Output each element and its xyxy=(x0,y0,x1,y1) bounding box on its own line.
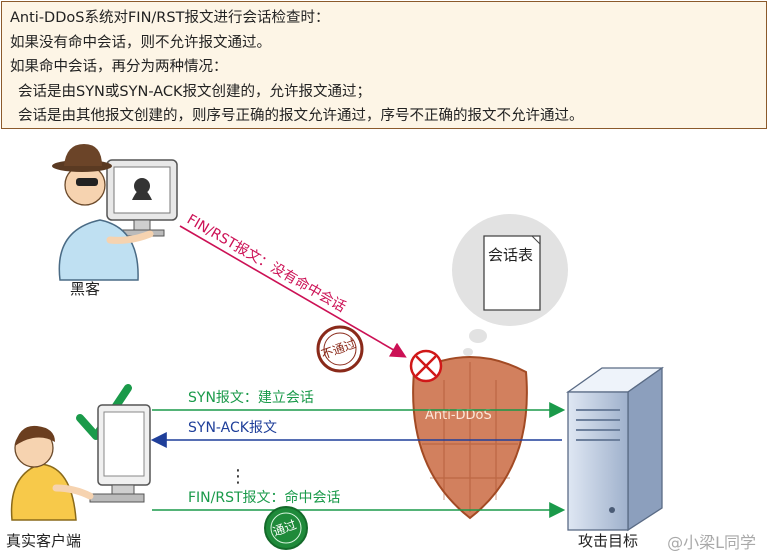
attack-arrow xyxy=(179,225,407,358)
client-figure xyxy=(10,384,151,521)
finrst-label: FIN/RST报文：命中会话 xyxy=(188,489,341,506)
target-label: 攻击目标 xyxy=(578,532,638,550)
note-line-4: 会话是由SYN或SYN-ACK报文创建的，允许报文通过； xyxy=(18,83,372,100)
ellipsis: ⋮ xyxy=(229,466,247,487)
shield-label: Anti-DDoS xyxy=(425,408,492,423)
note-line-2: 如果没有命中会话，则不允许报文通过。 xyxy=(10,34,271,51)
explanation-box: Anti-DDoS系统对FIN/RST报文进行会话检查时： 如果没有命中会话，则… xyxy=(1,1,767,129)
anti-ddos-shield xyxy=(412,356,528,520)
note-line-3: 如果命中会话，再分为两种情况： xyxy=(10,59,228,75)
session-table-bubble xyxy=(452,214,568,356)
server-figure xyxy=(565,366,665,532)
reject-stamp xyxy=(316,325,364,373)
client-label: 真实客户端 xyxy=(6,532,81,550)
note-line-5: 会话是由其他报文创建的，则序号正确的报文允许通过，序号不正确的报文不允许通过。 xyxy=(18,108,584,124)
hacker-label: 黑客 xyxy=(70,280,100,298)
synack-label: SYN-ACK报文 xyxy=(188,420,277,436)
check-icon xyxy=(76,384,132,440)
blocked-icon xyxy=(409,349,443,383)
session-table-label: 会话表 xyxy=(488,246,533,264)
watermark: @小梁L同学 xyxy=(667,533,756,552)
hacker-figure xyxy=(52,144,178,281)
attack-message: FIN/RST报文：没有命中会话 xyxy=(184,211,349,316)
note-line-1: Anti-DDoS系统对FIN/RST报文进行会话检查时： xyxy=(10,10,330,26)
pass-stamp xyxy=(264,506,308,550)
syn-label: SYN报文：建立会话 xyxy=(188,390,314,406)
